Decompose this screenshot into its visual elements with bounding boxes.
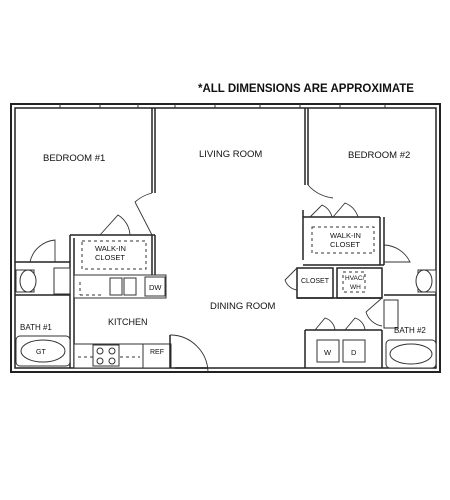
laundry [304, 317, 383, 368]
bath2 [383, 269, 437, 369]
walkin1-label-a: WALK-IN [95, 244, 126, 253]
walkin2-label-a: WALK-IN [330, 231, 361, 240]
bedroom1-label: BEDROOM #1 [43, 153, 105, 164]
refrigerator [142, 343, 172, 369]
dining-room-label: DINING ROOM [210, 301, 276, 312]
washer-label: W [324, 348, 332, 357]
walkin1-label-b: CLOSET [95, 253, 125, 262]
bath1-gt-label: GT [36, 349, 46, 356]
closet-hvac [284, 267, 383, 327]
bath2-tub [385, 339, 437, 369]
walkin-closet2-shelf [311, 226, 375, 254]
washer [316, 339, 340, 363]
dryer-label: D [351, 348, 357, 357]
dimensions-note: *ALL DIMENSIONS ARE APPROXIMATE [198, 83, 414, 95]
outer-walls [10, 103, 441, 373]
walkin-closet1-shelf [81, 240, 147, 270]
living-room-label: LIVING ROOM [199, 149, 262, 160]
dw-label: DW [149, 283, 162, 292]
kitchen-counter-top [73, 274, 167, 299]
dryer [342, 339, 366, 363]
bedroom2-label: BEDROOM #2 [348, 150, 410, 161]
kitchen-sink-right [123, 277, 137, 296]
bath1-vanity [53, 267, 71, 295]
hvac-label-b: WH [350, 284, 361, 291]
kitchen-area [73, 274, 209, 373]
bath1 [15, 267, 71, 367]
hvac-label-a: HVAC/ [345, 275, 365, 282]
bath2-vanity [383, 299, 399, 329]
walkin2-label-b: CLOSET [330, 240, 360, 249]
bath2-toilet [415, 269, 433, 293]
closet-label: CLOSET [301, 278, 330, 285]
kitchen-sink-left [109, 277, 123, 296]
bath1-label: BATH #1 [20, 323, 52, 332]
kitchen-label: KITCHEN [108, 317, 148, 327]
stove [92, 344, 120, 367]
dishwasher [144, 276, 166, 297]
ref-label: REF [150, 349, 164, 356]
bath2-label: BATH #2 [394, 326, 426, 335]
bedroom2-walls [302, 108, 436, 296]
bath1-toilet [19, 269, 37, 293]
bath1-tub [15, 335, 71, 367]
